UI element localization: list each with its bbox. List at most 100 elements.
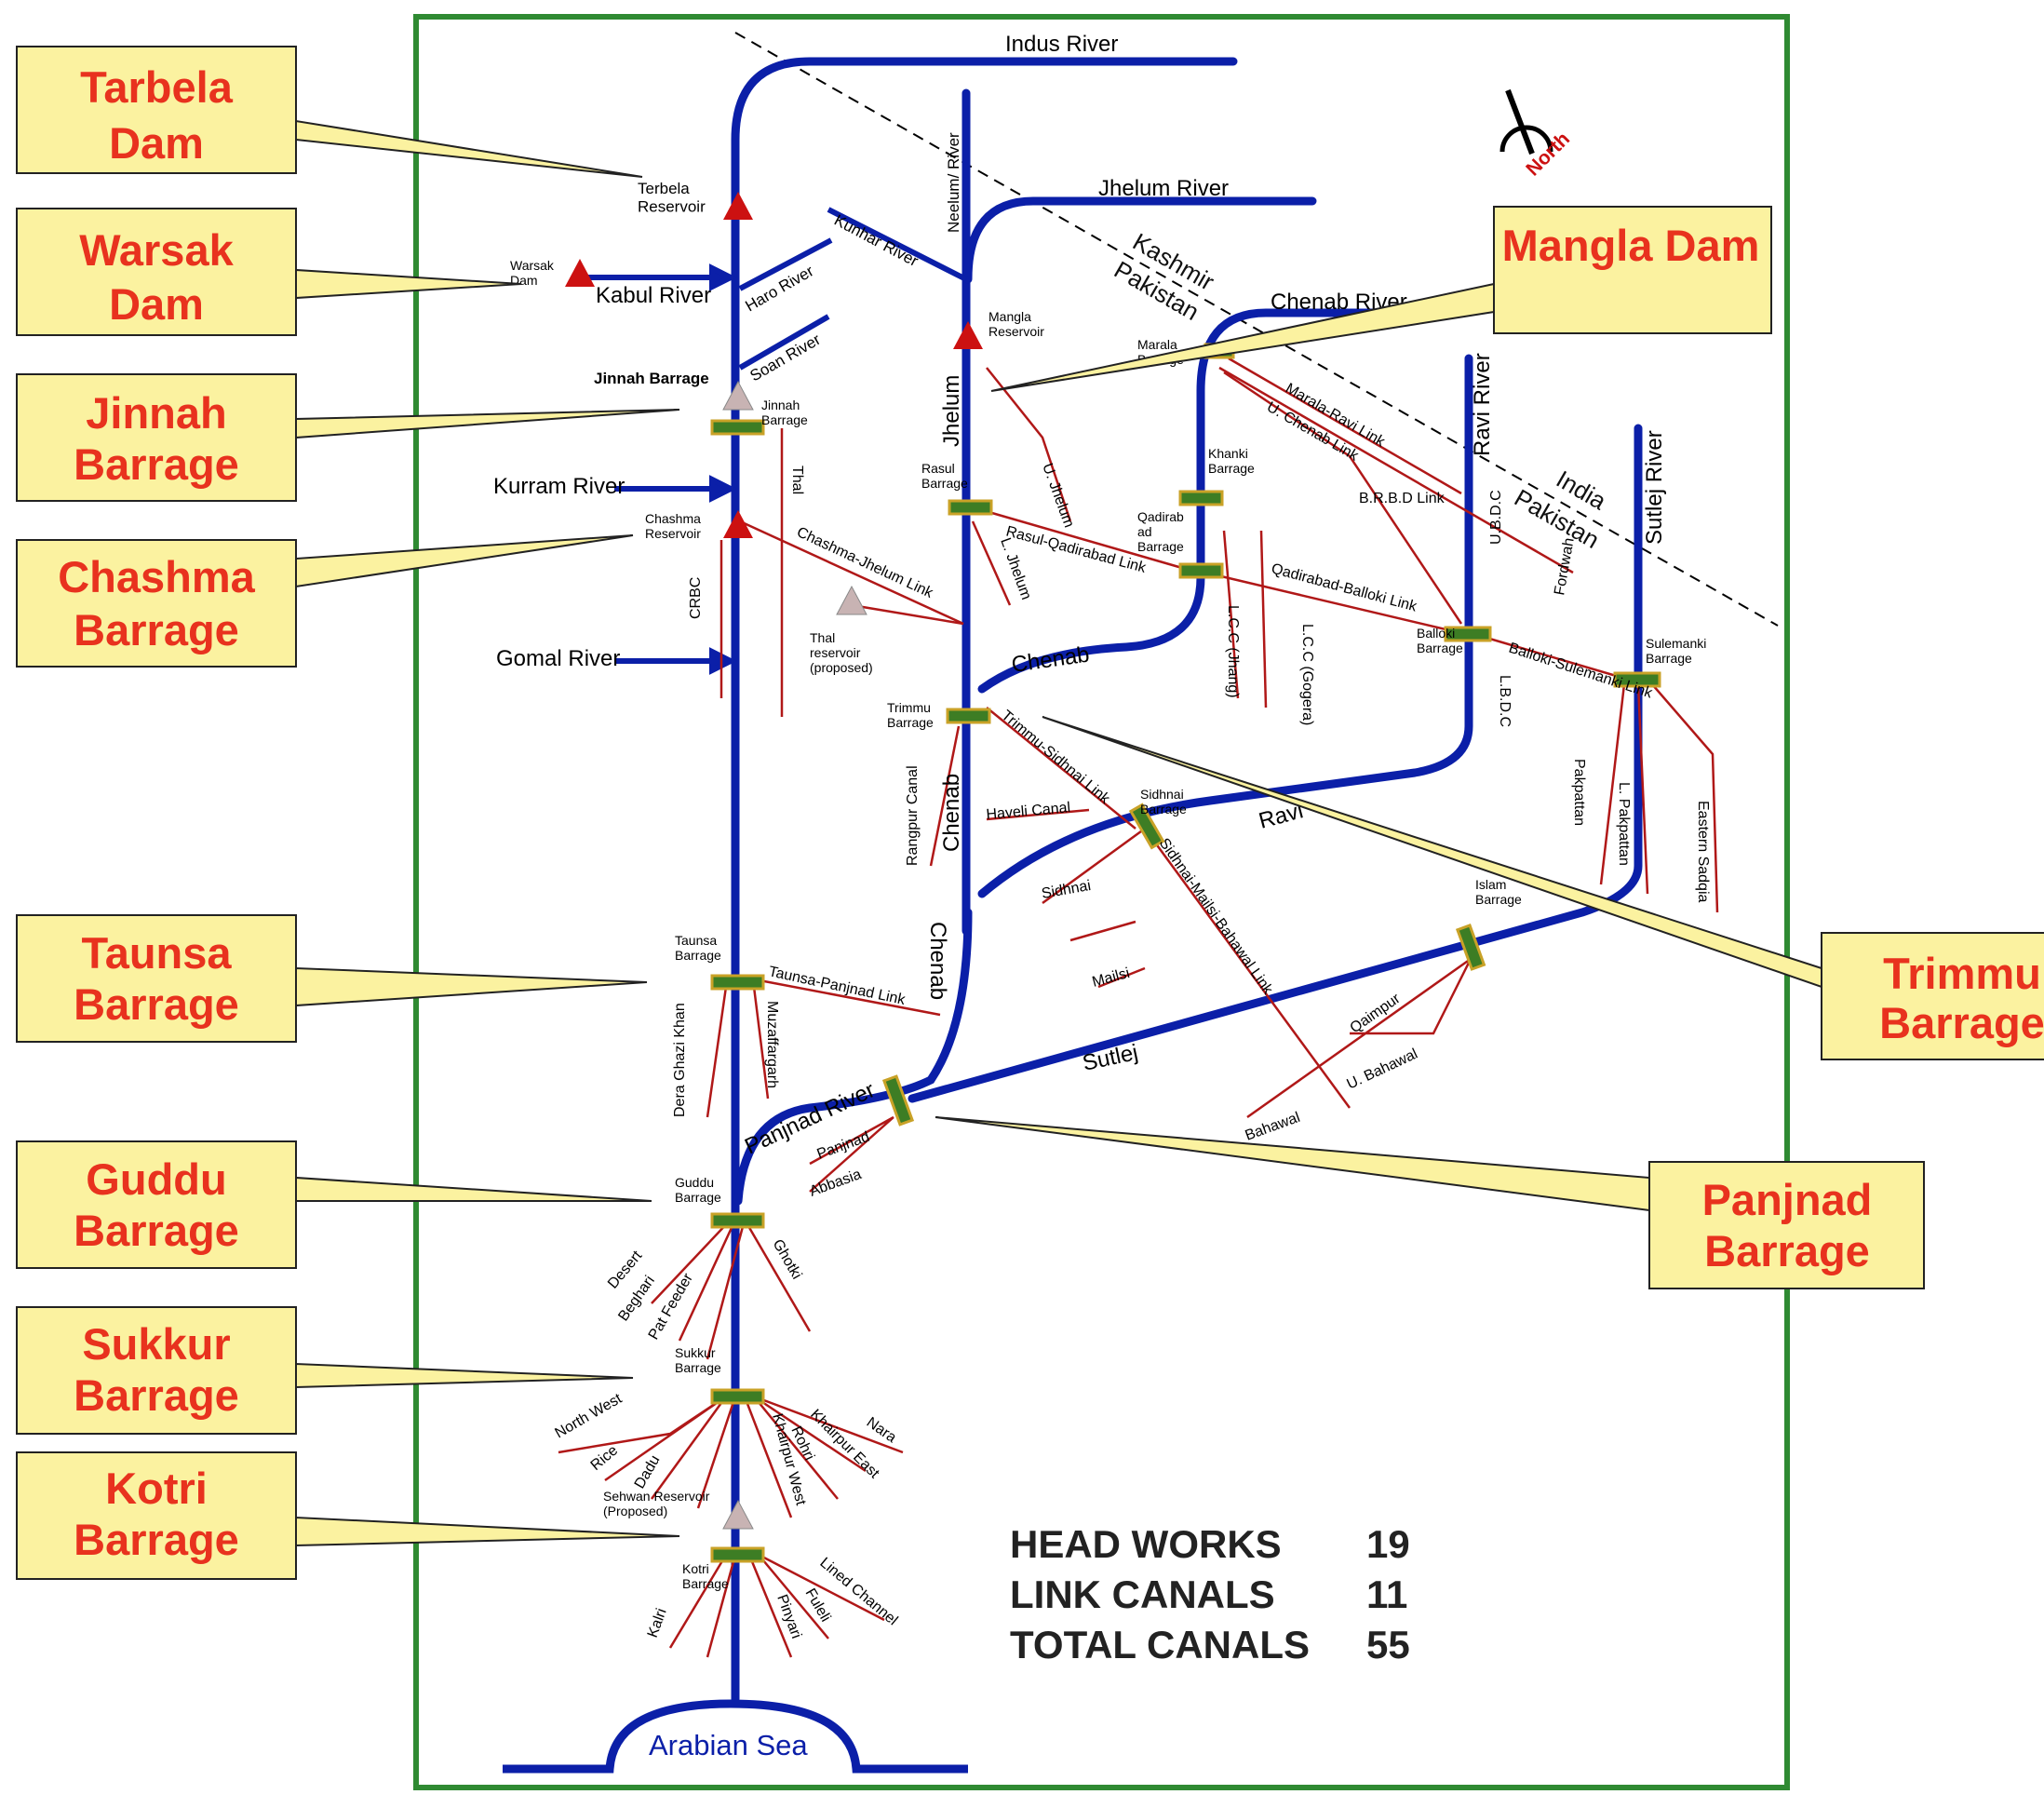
indus-river-label: Indus River bbox=[1005, 32, 1118, 57]
chashma-callout-line1: Chashma bbox=[58, 552, 255, 601]
callout-boxes: Tarbela Dam Warsak Dam Jinnah Barrage Ch… bbox=[16, 46, 2044, 1580]
rasul-qadirabad-link-label: Rasul-Qadirabad Link bbox=[1004, 523, 1149, 576]
sukkur-callout: Sukkur Barrage bbox=[16, 1306, 297, 1435]
panjnad-canal-label: Panjnad bbox=[815, 1129, 872, 1163]
kalri-label: Kalri bbox=[645, 1606, 670, 1639]
kotri-canals bbox=[668, 1553, 885, 1658]
taunsa-callout: Taunsa Barrage bbox=[16, 914, 297, 1043]
kotri-callout-box bbox=[16, 1451, 297, 1580]
label-line: Barrage bbox=[761, 412, 808, 427]
haro-river-arrow bbox=[738, 237, 833, 291]
label-line: Kotri bbox=[682, 1561, 709, 1576]
jinnah-callout: Jinnah Barrage bbox=[16, 373, 297, 502]
trimmu-callout-line1: Trimmu bbox=[1883, 949, 2041, 998]
label-line: Barrage bbox=[887, 715, 934, 730]
ravi-river-line bbox=[977, 354, 1473, 898]
taunsa-barrage-icon bbox=[710, 974, 765, 991]
ubdc-label: U.B.D.C bbox=[1488, 490, 1504, 545]
sutlej-river-label: Sutlej River bbox=[1642, 430, 1667, 545]
rangpur-canal bbox=[929, 725, 961, 867]
arabian-sea-outline bbox=[503, 1699, 968, 1774]
barrages bbox=[710, 343, 1661, 1563]
guddu-callout-line2: Barrage bbox=[74, 1206, 239, 1255]
khanki-barrage-icon bbox=[1178, 490, 1224, 506]
haveli-canal bbox=[986, 808, 1090, 821]
guddu-canals bbox=[651, 1219, 812, 1360]
fordwah-label: Fordwah bbox=[1552, 536, 1578, 596]
jinnah-callout-pointer bbox=[295, 409, 680, 439]
warsak-callout: Warsak Dam bbox=[16, 208, 297, 336]
panjnad-callout-pointer bbox=[935, 1116, 1650, 1212]
jhelum-mid-label: Jhelum bbox=[939, 375, 964, 447]
mangla-dam-icon bbox=[953, 321, 983, 349]
qadirabad-barrage-icon bbox=[1178, 562, 1224, 579]
chashma-reservoir-icon bbox=[723, 510, 753, 538]
label-line: Jinnah bbox=[761, 398, 800, 412]
panjnad-barrage-icon bbox=[881, 1074, 915, 1127]
trimmu-barrage-icon bbox=[946, 708, 991, 724]
tarbela-callout-line2: Dam bbox=[109, 118, 204, 168]
sulemanki-barrage-icon bbox=[1613, 671, 1661, 688]
panjnad-callout-line2: Barrage bbox=[1704, 1226, 1870, 1275]
upper-chenab-link bbox=[1223, 371, 1463, 625]
tarbela-dam-icon bbox=[723, 192, 753, 220]
kunhar-river-arrow bbox=[827, 207, 968, 282]
lcc-gogera-label: L.C.C (Gogera) bbox=[1299, 624, 1315, 725]
label-line: Reservoir bbox=[638, 198, 706, 216]
chenab-label-a: Chenab bbox=[1010, 642, 1091, 678]
label-line: Islam bbox=[1475, 877, 1506, 892]
chashma-callout-box bbox=[16, 539, 297, 668]
chenab-label-b: Chenab bbox=[939, 774, 964, 852]
guddu-callout-box bbox=[16, 1140, 297, 1269]
kurram-arrowhead-icon bbox=[709, 475, 737, 503]
lcc-gogera-canal bbox=[1259, 530, 1268, 708]
upper-jhelum-canal bbox=[986, 367, 1072, 522]
chashma-callout-pointer bbox=[295, 534, 634, 588]
crbc-label: CRBC bbox=[688, 577, 704, 619]
chashma-callout-line2: Barrage bbox=[74, 605, 239, 654]
warsak-dam-icon bbox=[565, 259, 595, 287]
label-line: (proposed) bbox=[810, 660, 873, 675]
rasul-barrage-icon bbox=[948, 499, 993, 516]
pinyari-label: Pinyari bbox=[773, 1593, 804, 1641]
sidhnai-canals bbox=[1042, 827, 1146, 989]
ghotki-label: Ghotki bbox=[770, 1237, 805, 1283]
taunsa-callout-line1: Taunsa bbox=[81, 928, 232, 978]
sutlej-river-line bbox=[908, 424, 1643, 1103]
lcc-jhang-label: L.C.C (Jhang) bbox=[1225, 605, 1241, 698]
north-west-label: North West bbox=[553, 1391, 625, 1442]
north-arrow-icon bbox=[1499, 125, 1553, 153]
kabul-arrowhead-icon bbox=[709, 263, 737, 291]
sidhnai-mailsi-link bbox=[1143, 828, 1351, 1109]
tarbela-callout: Tarbela Dam bbox=[16, 46, 297, 174]
label-line: Marala bbox=[1137, 337, 1177, 352]
taunsa-callout-pointer bbox=[295, 966, 648, 1007]
label-line: Trimmu bbox=[887, 700, 931, 715]
kurram-river-label: Kurram River bbox=[493, 474, 625, 499]
trimmu-callout: Trimmu Barrage bbox=[1821, 932, 2044, 1060]
warsak-callout-box bbox=[16, 208, 297, 336]
nara-label: Nara bbox=[864, 1414, 899, 1446]
callout-pointers bbox=[295, 119, 1822, 1547]
trimmu-sidhnai-link bbox=[986, 707, 1136, 830]
summary-label-total-canals: TOTAL CANALS bbox=[1010, 1623, 1310, 1666]
mangla-callout: Mangla Dam bbox=[1493, 206, 1772, 334]
label-line: Terbela bbox=[638, 180, 690, 197]
chashma-jhelum-link bbox=[739, 519, 964, 626]
lcc-jhang-canal bbox=[1222, 530, 1240, 699]
bs-link bbox=[1218, 366, 1574, 574]
balloki-sulemanki-link bbox=[1470, 631, 1630, 681]
pakpattan-l-label: L. Pakpattan bbox=[1616, 782, 1632, 866]
chenab-lower-line bbox=[733, 908, 973, 1206]
north-arrow-needle bbox=[1505, 88, 1535, 155]
bsrd-link-label: B.R.B.D Link bbox=[1359, 491, 1446, 506]
sukkur-callout-box bbox=[16, 1306, 297, 1435]
warsak-callout-line1: Warsak bbox=[79, 225, 234, 275]
balloki-sulemanki-link-label: Balloki-Sulemanki Link bbox=[1507, 641, 1655, 702]
sehwan-reservoir-icon bbox=[722, 1499, 754, 1530]
